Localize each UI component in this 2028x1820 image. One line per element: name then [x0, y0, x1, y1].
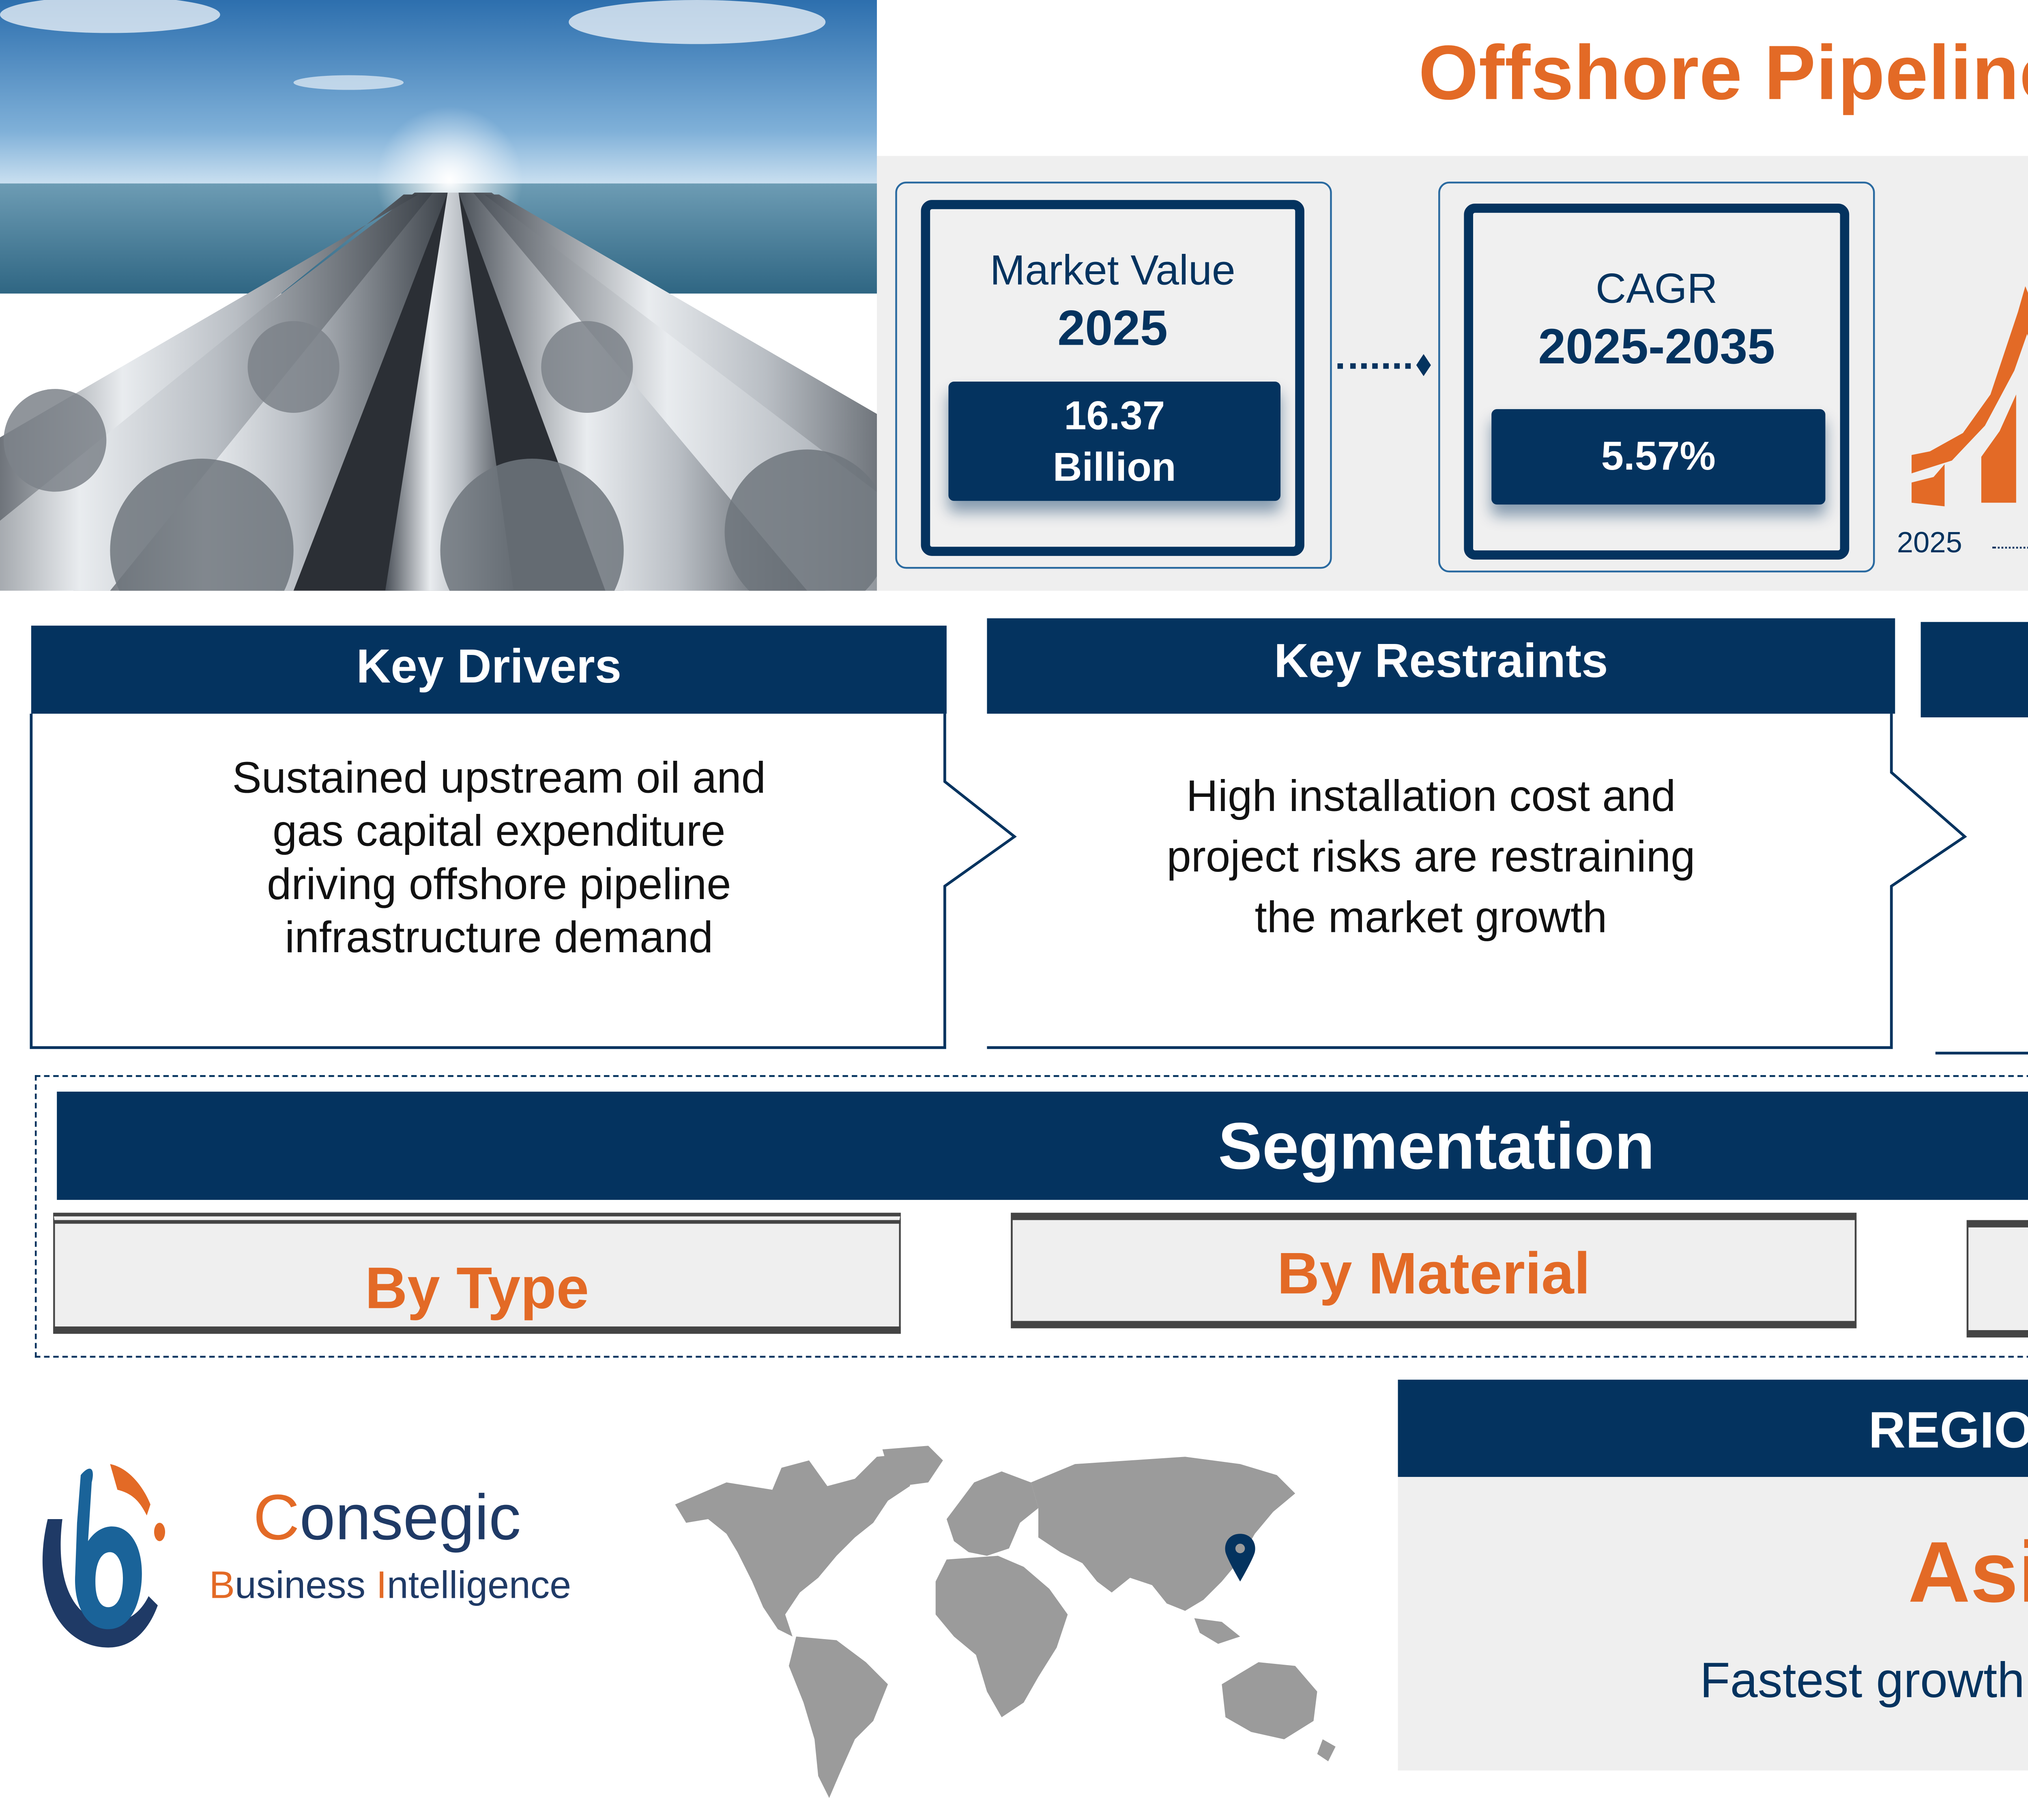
key-restraints-line: High installation cost and — [1186, 772, 1676, 822]
card-outlines — [30, 713, 2028, 1055]
segmentation-header: Segmentation — [57, 1091, 2028, 1200]
pipelines-image — [0, 0, 877, 591]
regional-analysis-header: REGIONAL ANALYSIS — [1398, 1380, 2028, 1477]
market-value-2025-value: 16.37 — [1064, 393, 1165, 439]
consegic-logo-icon — [42, 1464, 165, 1648]
key-drivers-text: Sustained upstream oil and gas capital e… — [31, 752, 967, 965]
market-value-2025-value-box: 16.37 Billion — [948, 382, 1281, 501]
market-value-2025-unit: Billion — [1053, 444, 1176, 490]
cagr-growth-graphic: CAGR CAGR 5.57% 2025 2035 — [1890, 220, 2028, 569]
timeline-dotted-line — [1992, 547, 2028, 549]
region-note: Fastest growth during the forecast perio… — [1700, 1653, 2028, 1708]
cagr-card: CAGR 2025-2035 5.57% — [1438, 181, 1875, 573]
logo-name: Consegic — [253, 1483, 521, 1556]
key-drivers-line: Sustained upstream oil and — [232, 754, 766, 804]
page-title: Offshore Pipeline Market — [1418, 29, 2028, 116]
market-value-2025-card: Market Value 2025 16.37 Billion — [895, 181, 1332, 569]
segment-by-type[interactable]: By Type — [53, 1213, 901, 1334]
key-drivers-line: gas capital expenditure — [273, 807, 726, 857]
key-drivers-line: driving offshore pipeline — [266, 860, 731, 910]
logo-letter-i: I — [376, 1565, 387, 1608]
cagr-period: 2025-2035 — [1538, 319, 1775, 374]
segmentation-frame — [34, 1075, 2028, 1358]
logo-name-rest: onsegic — [299, 1482, 521, 1554]
segment-by-material[interactable]: By Material — [1011, 1213, 1857, 1329]
hero-photo-pipelines — [0, 0, 877, 591]
logo-sub-rest1: usiness — [235, 1565, 376, 1608]
connector-dotted-line — [1337, 363, 1411, 369]
future-opportunities-line: Adoption of autonomous — [1959, 752, 2028, 805]
key-drivers-header: Key Drivers — [31, 625, 947, 714]
start-year-label: 2025 — [1897, 528, 1962, 560]
growth-chart-arrow-icon: CAGR — [1911, 286, 2028, 507]
key-restraints-line: the market growth — [1255, 893, 1607, 943]
regional-analysis-panel: Asia Pacific Fastest growth during the f… — [1398, 1477, 2028, 1771]
market-value-2025-label: Market Value — [990, 246, 1235, 294]
future-opportunities-line: growth opportunities for the market — [1959, 912, 2028, 965]
world-map — [675, 1446, 1336, 1798]
cagr-value-box: 5.57% — [1491, 409, 1826, 505]
key-restraints-line: project risks are restraining — [1167, 833, 1695, 883]
region-name: Asia Pacific — [1908, 1523, 2028, 1620]
segment-by-installation-method[interactable]: By Installation Method — [1966, 1220, 2028, 1338]
key-drivers-line: infrastructure demand — [285, 914, 713, 964]
future-opportunities-text: Adoption of autonomous underwater vehicl… — [1959, 752, 2028, 965]
future-opportunities-line: pipeline inspection creates new — [1959, 858, 2028, 912]
cagr-label: CAGR — [1595, 264, 1718, 312]
logo-subtitle: Business Intelligence — [209, 1565, 571, 1609]
key-restraints-header: Key Restraints — [987, 618, 1895, 714]
future-opportunities-line: underwater vehicles for subsea — [1959, 805, 2028, 858]
location-pin-icon — [1225, 1534, 1255, 1582]
future-opportunities-header: Future Opportunities — [1921, 622, 2028, 717]
logo-sub-rest2: ntelligence — [387, 1565, 571, 1608]
key-restraints-text: High installation cost and project risks… — [987, 767, 1875, 949]
logo-letter-b: B — [209, 1565, 235, 1608]
logo-letter-c: C — [253, 1482, 300, 1554]
market-value-2025-year: 2025 — [1057, 300, 1168, 356]
cagr-value: 5.57% — [1601, 433, 1716, 479]
